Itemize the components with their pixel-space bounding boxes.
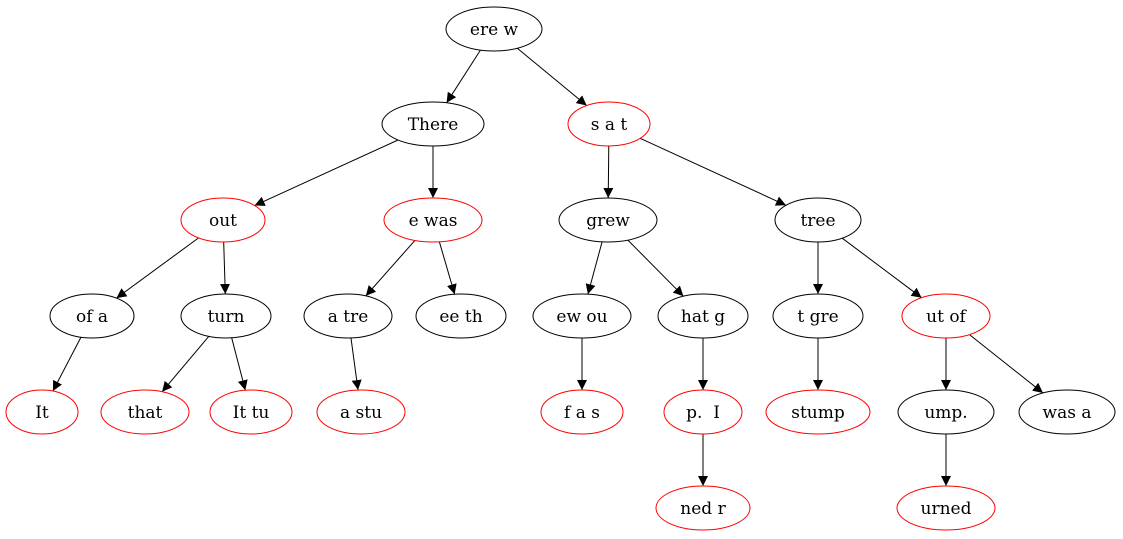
nodes: ere w There s a t out e was grew tree of a turn a… <box>5 6 1116 531</box>
node-urned: urned <box>896 485 996 531</box>
node-ellipse <box>5 389 79 435</box>
node-label: tree <box>800 211 835 231</box>
node-label: ee th <box>439 307 482 327</box>
edge-of_a-to-it <box>52 336 82 392</box>
node-of-a: of a <box>49 293 135 339</box>
edge-e_was-to-a_tre <box>365 240 416 297</box>
node-t-gre: t gre <box>772 293 864 339</box>
edge-grew-to-ew_ou <box>585 241 603 295</box>
node-ellipse <box>567 101 651 147</box>
node-label: turn <box>208 307 245 327</box>
node-label: p. I <box>686 403 720 423</box>
node-label: ere w <box>470 20 519 40</box>
node-ned-r: ned r <box>655 485 751 531</box>
edge-grew-to-hat_g <box>627 239 684 297</box>
node-label: ump. <box>924 403 967 423</box>
node-s-a-t: s a t <box>567 101 651 147</box>
node-ut-of: ut of <box>901 293 991 339</box>
node-label: hat g <box>681 307 725 327</box>
node-label: t gre <box>797 307 838 327</box>
edge-turn-to-that <box>161 336 210 393</box>
node-ellipse <box>180 293 272 339</box>
node-e-was: e was <box>383 197 483 243</box>
node-ellipse <box>445 6 543 52</box>
node-turn: turn <box>180 293 272 339</box>
edge-s_a_t-to-grew <box>603 145 614 199</box>
node-p-i: p. I <box>663 389 743 435</box>
node-ellipse <box>657 293 749 339</box>
node-label: ned r <box>680 499 726 519</box>
node-ellipse <box>896 485 996 531</box>
node-ellipse <box>901 293 991 339</box>
node-hat-g: hat g <box>657 293 749 339</box>
node-tree: tree <box>774 197 862 243</box>
node-f-a-s: f a s <box>540 389 624 435</box>
node-label: of a <box>76 307 108 327</box>
node-label: was a <box>1043 403 1092 423</box>
node-label: grew <box>586 211 630 231</box>
node-label: that <box>128 403 163 423</box>
edge-tree-to-ut_of <box>841 237 922 299</box>
node-label: s a t <box>591 115 628 135</box>
node-ew-ou: ew ou <box>532 293 632 339</box>
node-label: e was <box>409 211 458 231</box>
node-label: It <box>35 403 49 423</box>
node-ellipse <box>774 197 862 243</box>
node-label: ew ou <box>556 307 607 327</box>
node-ellipse <box>663 389 743 435</box>
edge-turn-to-it_tu <box>231 337 248 391</box>
node-ump: ump. <box>897 389 995 435</box>
edge-ere_w-to-s_a_t <box>516 47 587 106</box>
node-ellipse <box>558 197 658 243</box>
node-it: It <box>5 389 79 435</box>
node-ellipse <box>209 389 293 435</box>
node-stump: stump <box>765 389 871 435</box>
node-a-stu: a stu <box>316 389 406 435</box>
node-ellipse <box>415 293 507 339</box>
node-there: There <box>381 101 485 147</box>
node-label: f a s <box>564 403 600 423</box>
node-label: It tu <box>233 403 270 423</box>
node-label: There <box>408 115 459 135</box>
node-was-a: was a <box>1018 389 1116 435</box>
edge-out-to-of_a <box>116 237 199 299</box>
node-it-tu: It tu <box>209 389 293 435</box>
node-out: out <box>180 197 266 243</box>
node-ellipse <box>655 485 751 531</box>
node-ellipse <box>765 389 871 435</box>
node-label: ut of <box>926 307 967 327</box>
node-label: stump <box>791 403 845 423</box>
edge-a_tre-to-a_stu <box>350 337 362 391</box>
edge-ere_w-to-there <box>446 49 481 104</box>
edge-there-to-out <box>254 139 399 206</box>
node-ere-w: ere w <box>445 6 543 52</box>
node-ellipse <box>180 197 266 243</box>
node-ellipse <box>100 389 190 435</box>
node-ee-th: ee th <box>415 293 507 339</box>
node-grew: grew <box>558 197 658 243</box>
edge-out-to-turn <box>220 241 230 295</box>
edges <box>52 47 1044 486</box>
edge-ut_of-to-was_a <box>969 334 1044 394</box>
node-ellipse <box>897 389 995 435</box>
node-ellipse <box>532 293 632 339</box>
node-label: a stu <box>340 403 382 423</box>
node-ellipse <box>540 389 624 435</box>
node-ellipse <box>1018 389 1116 435</box>
node-ellipse <box>303 293 393 339</box>
node-ellipse <box>381 101 485 147</box>
node-that: that <box>100 389 190 435</box>
edge-e_was-to-ee_th <box>438 241 457 295</box>
node-label: out <box>209 211 237 231</box>
node-ellipse <box>49 293 135 339</box>
node-label: urned <box>921 499 972 519</box>
node-ellipse <box>772 293 864 339</box>
node-ellipse <box>383 197 483 243</box>
node-label: a tre <box>328 307 369 327</box>
node-a-tre: a tre <box>303 293 393 339</box>
edge-s_a_t-to-tree <box>639 137 787 206</box>
node-ellipse <box>316 389 406 435</box>
